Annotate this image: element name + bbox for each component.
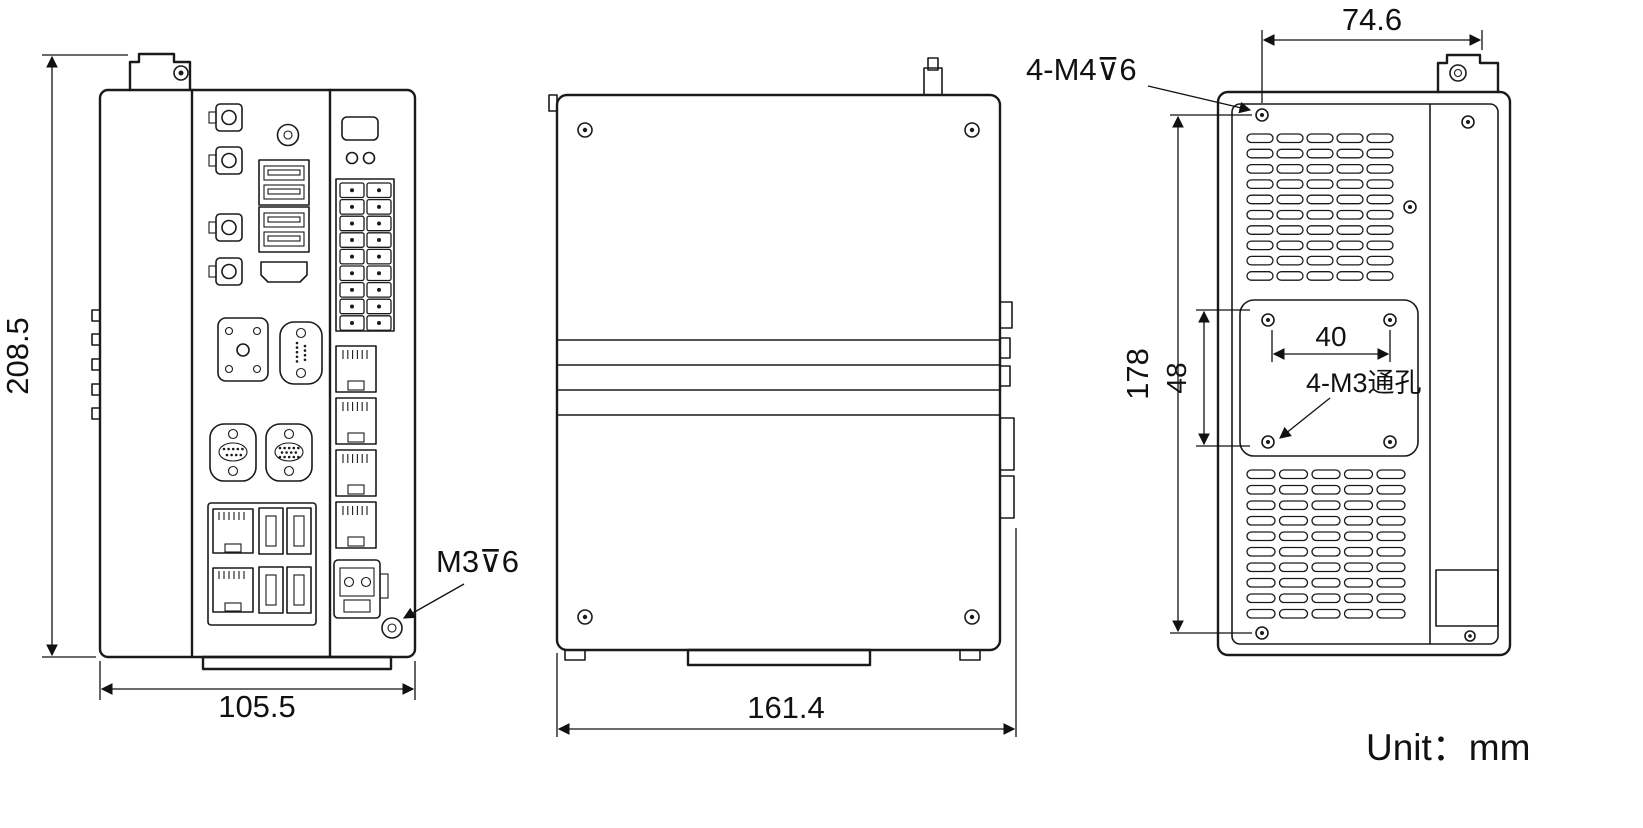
ethernet-ports bbox=[335, 345, 377, 549]
rj45-pins bbox=[218, 512, 245, 520]
front-width-label: 105.5 bbox=[218, 689, 296, 724]
sim-slot bbox=[341, 116, 379, 141]
antenna-stub bbox=[923, 57, 943, 96]
din-clip-top bbox=[1436, 53, 1500, 94]
dim-back-plate-height: 48 bbox=[1161, 309, 1250, 447]
front-height-label: 208.5 bbox=[0, 317, 35, 395]
rj45-jack bbox=[212, 567, 254, 613]
back-screw-callout: 4-M4⊽6 bbox=[1026, 52, 1252, 114]
dim-side-width: 161.4 bbox=[556, 528, 1017, 737]
antenna-connectors bbox=[208, 103, 243, 286]
back-hole-callout: 4-M3通孔 bbox=[1279, 368, 1422, 439]
terminal-block bbox=[335, 178, 395, 332]
usb-port bbox=[258, 507, 284, 555]
rail-cutout bbox=[1435, 569, 1499, 627]
usb-ports bbox=[258, 159, 310, 253]
front-io-connectors bbox=[207, 103, 403, 639]
led-indicators bbox=[345, 151, 376, 165]
dim-back-top-width: 74.6 bbox=[1261, 2, 1483, 103]
back-plate-height-label: 48 bbox=[1161, 362, 1192, 393]
back-hole-note: 4-M3通孔 bbox=[1306, 368, 1422, 398]
front-screw-callout: M3⊽6 bbox=[402, 544, 519, 619]
front-view: 208.5 105.5 M3⊽6 bbox=[0, 52, 519, 724]
chassis-outline bbox=[91, 52, 417, 671]
usb-port bbox=[286, 507, 312, 555]
serial-port-top bbox=[279, 321, 323, 385]
chassis-outline bbox=[1216, 53, 1512, 657]
corner-screws bbox=[577, 122, 980, 625]
terminal-cells-right bbox=[366, 182, 392, 331]
back-top-width-label: 74.6 bbox=[1342, 2, 1402, 37]
base-plate bbox=[201, 655, 393, 671]
dim-front-height: 208.5 bbox=[0, 54, 128, 658]
mounting-screw-hole bbox=[381, 617, 403, 639]
vga-port bbox=[265, 423, 313, 482]
bottom-feet bbox=[564, 648, 981, 667]
unit-label: Unit：mm bbox=[1366, 727, 1530, 768]
clip-edge bbox=[548, 94, 558, 112]
usb-port bbox=[286, 566, 312, 614]
vent-grille-bottom bbox=[1246, 469, 1406, 619]
terminal-cells-left bbox=[339, 182, 365, 331]
dim-back-mount-height: 178 bbox=[1120, 114, 1252, 634]
audio-jack bbox=[276, 123, 300, 147]
rj45-jack bbox=[212, 508, 254, 554]
front-screw-note: M3⊽6 bbox=[436, 544, 519, 579]
hdmi-port bbox=[260, 261, 308, 283]
chassis-grooves bbox=[557, 339, 1000, 416]
expansion-plate bbox=[1239, 299, 1419, 457]
serial-port-db9 bbox=[209, 423, 257, 482]
rj45-pins bbox=[218, 571, 245, 579]
back-screw-note: 4-M4⊽6 bbox=[1026, 52, 1137, 87]
power-connector bbox=[333, 559, 389, 619]
usb-port bbox=[258, 566, 284, 614]
power-din-connector bbox=[217, 317, 269, 382]
vent-grille-top bbox=[1246, 133, 1394, 281]
side-width-label: 161.4 bbox=[747, 690, 825, 725]
edge-connectors bbox=[999, 301, 1015, 519]
din-clip-top bbox=[128, 52, 192, 92]
back-mount-height-label: 178 bbox=[1120, 348, 1155, 400]
panel-screws bbox=[1255, 108, 1476, 642]
back-plate-width-label: 40 bbox=[1315, 321, 1346, 352]
side-view: 161.4 bbox=[548, 57, 1017, 737]
lan-usb-combo bbox=[207, 502, 317, 626]
dim-back-plate-width: 40 bbox=[1271, 321, 1391, 362]
chassis-outline bbox=[548, 57, 1015, 667]
dim-front-width: 105.5 bbox=[99, 661, 416, 724]
back-view: 74.6 178 48 40 4-M4⊽6 4-M3通孔 bbox=[1026, 2, 1512, 657]
